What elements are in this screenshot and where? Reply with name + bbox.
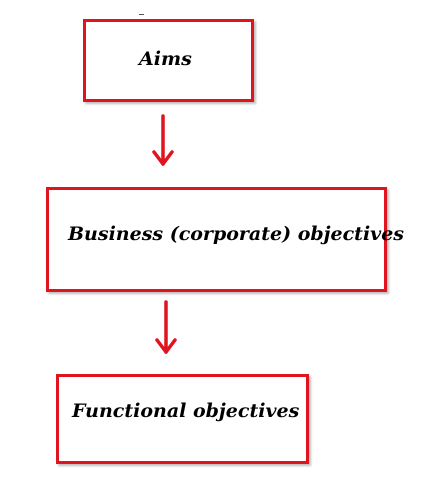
arrow-aims-to-business [152, 114, 174, 166]
node-aims-label: Aims [139, 48, 192, 70]
stray-mark [139, 14, 144, 15]
node-functional: Functional objectives [56, 374, 309, 464]
node-business: Business (corporate) objectives [46, 187, 404, 292]
node-aims: Aims [83, 19, 254, 102]
node-business-label: Business (corporate) objectives [68, 223, 404, 245]
node-functional-label: Functional objectives [72, 400, 300, 422]
arrow-business-to-functional [155, 300, 177, 354]
